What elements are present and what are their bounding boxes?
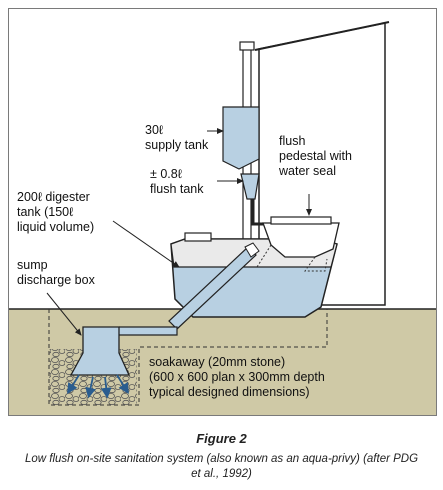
figure-frame: 30ℓ supply tank ± 0.8ℓ flush tank flush … xyxy=(8,8,437,416)
figure-caption: Low flush on-site sanitation system (als… xyxy=(24,453,419,480)
label-digester-tank: 200ℓ digester tank (150ℓ liquid volume) xyxy=(17,190,95,234)
overflow-pipe xyxy=(119,326,178,336)
water-seal-trap xyxy=(256,244,328,272)
flush-tank xyxy=(240,173,260,200)
sump-discharge-box xyxy=(69,326,131,376)
label-supply-tank: 30ℓ supply tank xyxy=(145,123,209,152)
seepage-arrows xyxy=(67,374,129,399)
label-flush-pedestal: flush pedestal with water seal xyxy=(279,134,352,178)
label-sump-box: sump discharge box xyxy=(17,258,95,287)
aqua-privy-diagram xyxy=(9,21,436,415)
label-flush-tank: ± 0.8ℓ flush tank xyxy=(150,167,204,196)
supply-tank xyxy=(222,106,260,170)
flush-pipe xyxy=(251,199,267,226)
access-cover xyxy=(184,232,212,242)
outlet-pipe-joint xyxy=(244,242,260,258)
privy-roof xyxy=(254,21,390,51)
pedestal-seat xyxy=(270,216,332,225)
leader-lines xyxy=(46,128,312,336)
label-soakaway: soakaway (20mm stone) (600 x 600 plan x … xyxy=(149,355,325,399)
vent-cap xyxy=(239,41,255,51)
figure-title: Figure 2 xyxy=(196,431,247,446)
